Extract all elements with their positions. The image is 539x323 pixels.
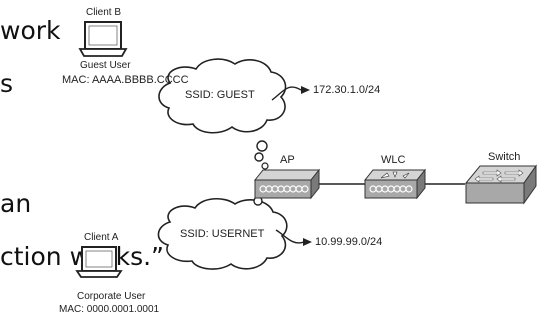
client-a-role: Corporate User	[77, 291, 146, 302]
slide-text-line-3: an	[0, 189, 32, 218]
switch-label: Switch	[488, 151, 521, 163]
usernet-subnet-label: 10.99.99.0/24	[315, 236, 383, 248]
ap-icon	[253, 168, 321, 200]
ssid-guest-label: SSID: GUEST	[185, 89, 255, 101]
ssid-usernet-label: SSID: USERNET	[180, 228, 265, 240]
usernet-subnet-arrowhead-icon	[303, 238, 312, 246]
client-a-name: Client A	[84, 232, 119, 243]
client-b-mac: MAC: AAAA.BBBB.CCCC	[62, 74, 189, 86]
guest-subnet-label: 172.30.1.0/24	[313, 84, 381, 96]
guest-subnet-arrowhead-icon	[301, 86, 310, 94]
client-b-role: Guest User	[80, 60, 131, 71]
client-a-laptop-icon	[75, 246, 123, 278]
usernet-subnet-arrow	[275, 229, 305, 244]
client-b-name: Client B	[86, 7, 122, 18]
switch-icon	[464, 164, 537, 205]
guest-subnet-arrow	[271, 86, 302, 101]
ap-label: AP	[280, 154, 295, 166]
wlc-icon	[363, 168, 427, 200]
client-b-laptop-icon	[78, 21, 128, 57]
ssid-usernet-cloud	[157, 189, 288, 270]
slide-text-line-1: work	[0, 16, 61, 45]
wlc-label: WLC	[381, 154, 406, 166]
slide-text-line-2: s	[0, 69, 14, 98]
ssid-guest-cloud	[158, 58, 287, 170]
client-a-mac: MAC: 0000.0001.0001	[59, 304, 160, 315]
